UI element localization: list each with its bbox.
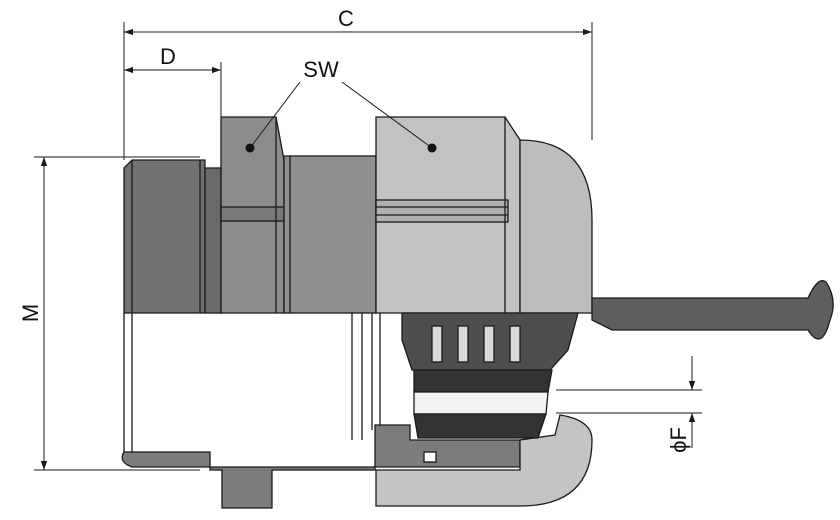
body-shaft (283, 155, 377, 314)
finger-slot-3 (483, 325, 495, 363)
dome-cap (519, 139, 593, 314)
lock-nut-band (220, 206, 285, 222)
label-d: D (160, 44, 176, 69)
exterior-view (123, 116, 593, 314)
seal-middle (413, 391, 549, 415)
finger-slot-2 (457, 325, 469, 363)
thread-groove (204, 167, 222, 314)
finger-slot-1 (431, 325, 443, 363)
label-m: M (18, 304, 43, 322)
sw-point-2 (427, 143, 437, 153)
key-tab (591, 280, 834, 340)
thread-section (123, 159, 206, 314)
sw-leader-1 (249, 81, 301, 149)
section-view (121, 312, 593, 509)
body-notch (423, 451, 437, 463)
label-sw: SW (303, 57, 339, 82)
label-f: ϕF (666, 427, 691, 453)
dome-nut-band (375, 199, 509, 223)
sw-point-1 (245, 143, 255, 153)
seal-lower (413, 413, 547, 439)
dimension-lines (34, 22, 702, 471)
sw-leader-2 (341, 81, 433, 149)
finger-slot-4 (509, 325, 521, 363)
seal-upper (413, 369, 553, 393)
label-c: C (338, 6, 354, 31)
